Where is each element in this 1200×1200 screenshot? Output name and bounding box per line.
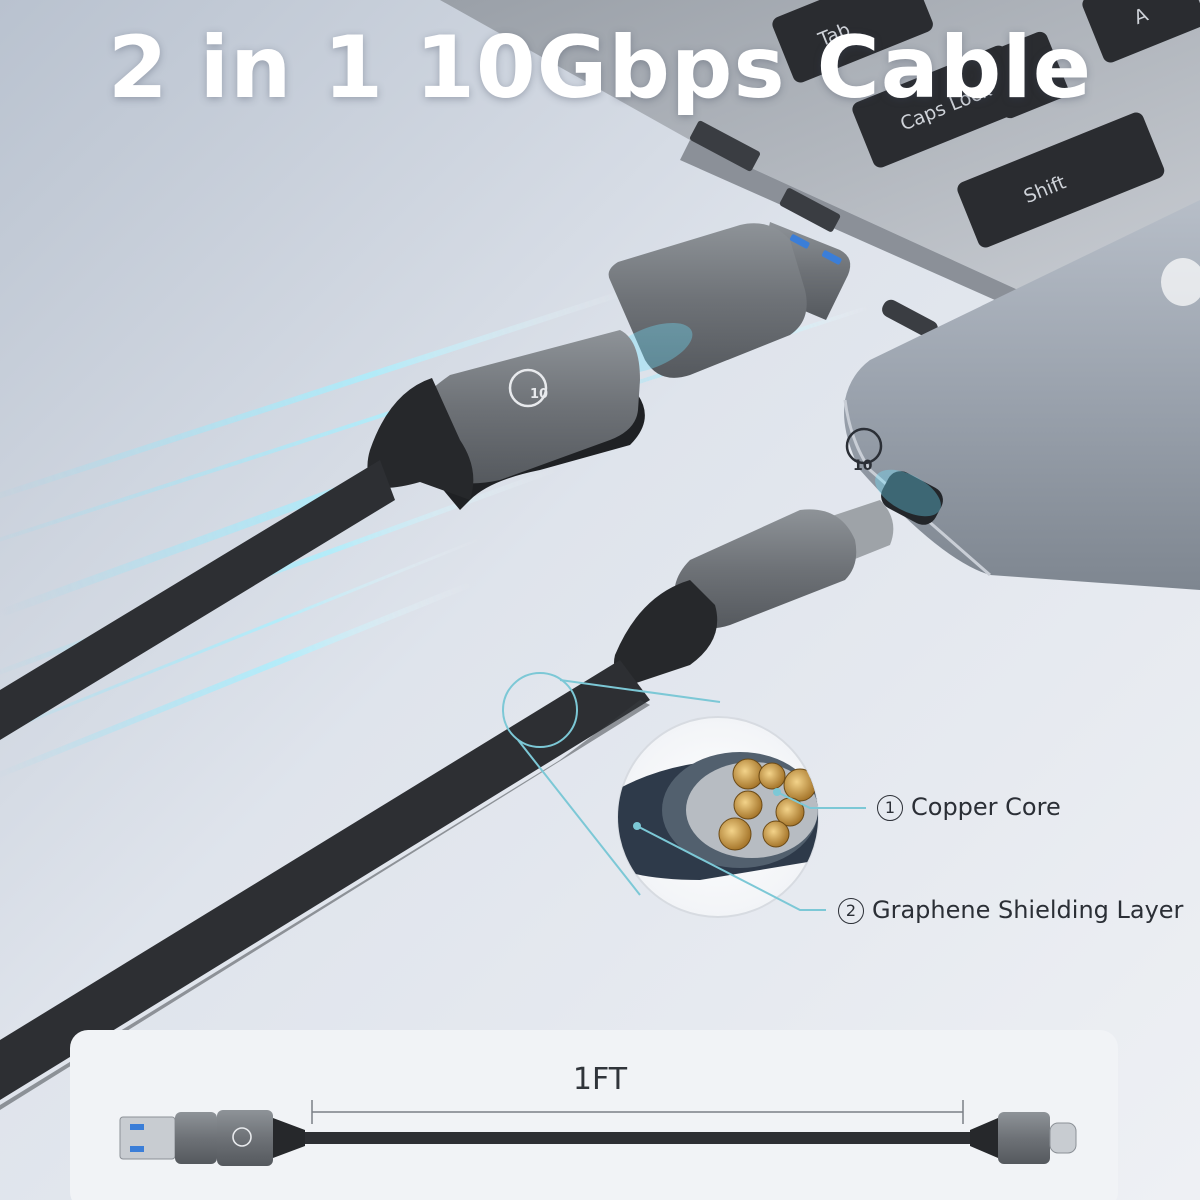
callout-number: 2 bbox=[838, 898, 864, 924]
cable-1-10gbps-badge-icon: 10 bbox=[508, 368, 548, 408]
port-glow bbox=[875, 469, 941, 517]
usb-c-cable-1: 10 bbox=[0, 330, 645, 740]
length-dimension-line bbox=[311, 1100, 964, 1124]
full-cable-diagram bbox=[119, 1110, 1077, 1166]
hub-logo-icon bbox=[1161, 258, 1200, 306]
callout-text: Graphene Shielding Layer bbox=[872, 896, 1184, 924]
hub-usb-c-port bbox=[881, 471, 943, 525]
shift-key bbox=[957, 112, 1165, 248]
a-key bbox=[1082, 0, 1200, 63]
cable-length-label: 1FT bbox=[572, 1062, 628, 1097]
svg-text:10: 10 bbox=[853, 458, 873, 474]
tab-key bbox=[772, 0, 933, 83]
laptop-ports bbox=[689, 120, 938, 339]
caps-lock-key bbox=[852, 45, 1027, 168]
callout-number: 1 bbox=[877, 795, 903, 821]
copper-core-callout: 1 Copper Core bbox=[877, 793, 1061, 821]
graphene-shielding-callout: 2 Graphene Shielding Layer bbox=[838, 896, 1183, 924]
copper-strands bbox=[718, 758, 817, 851]
headline: 2 in 1 10Gbps Cable bbox=[107, 18, 1093, 118]
svg-text:10: 10 bbox=[530, 387, 548, 402]
usb-c-cable-2 bbox=[0, 500, 894, 1110]
laptop: Tab Caps Lock Shift A bbox=[440, 0, 1200, 339]
usb-hub: 10 bbox=[843, 200, 1200, 590]
keyboard: Tab Caps Lock Shift A bbox=[772, 0, 1200, 248]
cable-zoom-detail bbox=[502, 672, 866, 918]
hub-10gbps-badge-icon: 10 bbox=[845, 427, 883, 474]
callout-text: Copper Core bbox=[911, 793, 1061, 821]
